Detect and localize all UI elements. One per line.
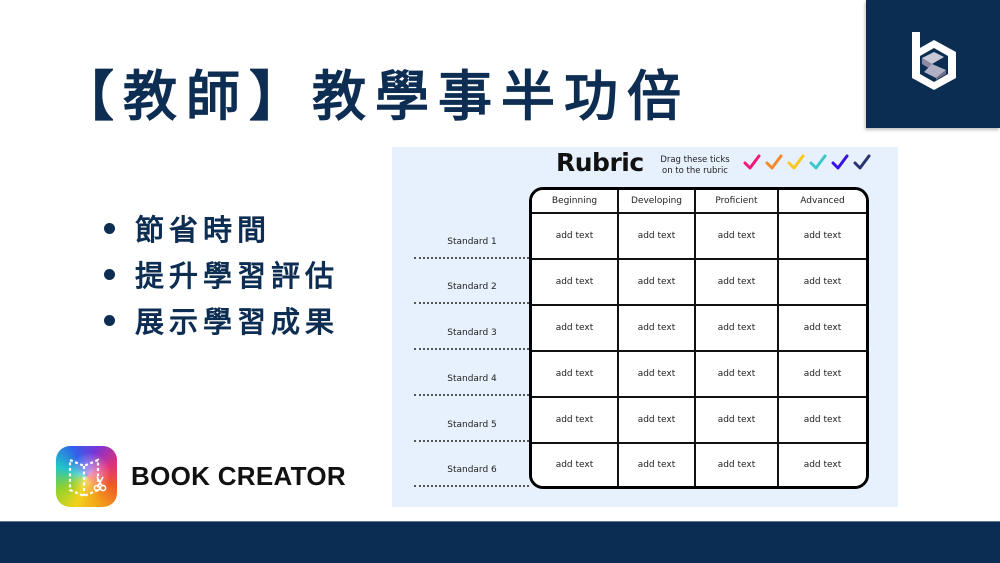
rubric-cell[interactable]: add text xyxy=(619,260,696,306)
rubric-cell[interactable]: add text xyxy=(779,444,866,486)
rubric-cell[interactable]: add text xyxy=(779,398,866,444)
rubric-cell[interactable]: add text xyxy=(779,214,866,260)
bullet-dot-icon xyxy=(104,222,115,234)
column-header: Advanced xyxy=(779,190,866,214)
column-header: Beginning xyxy=(532,190,619,214)
column-header: Proficient xyxy=(696,190,779,214)
rubric-cell[interactable]: add text xyxy=(619,306,696,352)
rubric-cell[interactable]: add text xyxy=(696,352,779,398)
rubric-title: Rubric xyxy=(556,148,644,177)
rubric-panel: Rubric Drag these ticks on to the rubric… xyxy=(392,147,898,507)
footer-bar xyxy=(0,521,1000,563)
rubric-cell[interactable]: add text xyxy=(532,306,619,352)
rubric-cell[interactable]: add text xyxy=(696,306,779,352)
rubric-cell[interactable]: add text xyxy=(779,260,866,306)
tick-navy-icon[interactable] xyxy=(853,153,871,171)
bullet-text: 展示學習成果 xyxy=(135,305,340,339)
column-header: Developing xyxy=(619,190,696,214)
hexagon-b-logo-icon xyxy=(912,32,956,90)
standard-label: Standard 5 xyxy=(447,420,497,430)
book-creator-brand: BOOK CREATOR xyxy=(56,446,346,507)
bullet-text: 提升學習評估 xyxy=(135,259,340,293)
standard-label: Standard 4 xyxy=(447,374,497,384)
rubric-cell[interactable]: add text xyxy=(532,398,619,444)
bullet-item: 節省時間 xyxy=(104,205,339,251)
standard-dotted-line xyxy=(414,257,529,259)
rubric-cell[interactable]: add text xyxy=(696,260,779,306)
standard-label: Standard 2 xyxy=(447,282,497,292)
tick-teal-icon[interactable] xyxy=(809,153,827,171)
standard-label: Standard 6 xyxy=(447,465,497,475)
book-creator-app-icon xyxy=(56,446,117,507)
rubric-cell[interactable]: add text xyxy=(532,260,619,306)
rubric-cell[interactable]: add text xyxy=(532,214,619,260)
standard-dotted-line xyxy=(414,440,529,442)
rubric-cell[interactable]: add text xyxy=(696,444,779,486)
rubric-cell[interactable]: add text xyxy=(532,444,619,486)
rubric-cell[interactable]: add text xyxy=(619,352,696,398)
rubric-cell[interactable]: add text xyxy=(696,214,779,260)
rubric-cell[interactable]: add text xyxy=(619,444,696,486)
tick-pink-icon[interactable] xyxy=(743,153,761,171)
rubric-cell[interactable]: add text xyxy=(696,398,779,444)
bullet-item: 提升學習評估 xyxy=(104,251,339,297)
tick-blue-icon[interactable] xyxy=(831,153,849,171)
bullet-text: 節省時間 xyxy=(135,213,272,247)
standard-dotted-line xyxy=(414,348,529,350)
rubric-hint: Drag these ticks on to the rubric xyxy=(660,155,730,176)
rubric-cell[interactable]: add text xyxy=(532,352,619,398)
corner-logo xyxy=(866,0,1000,128)
bullet-item: 展示學習成果 xyxy=(104,297,339,343)
bullet-dot-icon xyxy=(104,314,115,326)
standard-label: Standard 1 xyxy=(447,237,497,247)
standard-dotted-line xyxy=(414,302,529,304)
tick-palette xyxy=(743,153,871,171)
bullet-dot-icon xyxy=(104,268,115,280)
brand-name: BOOK CREATOR xyxy=(131,461,346,491)
standard-label: Standard 3 xyxy=(447,328,497,338)
rubric-cell[interactable]: add text xyxy=(779,352,866,398)
standard-dotted-line xyxy=(414,485,529,487)
tick-yellow-icon[interactable] xyxy=(787,153,805,171)
standard-dotted-line xyxy=(414,394,529,396)
rubric-cell[interactable]: add text xyxy=(619,398,696,444)
tick-orange-icon[interactable] xyxy=(765,153,783,171)
rubric-cell[interactable]: add text xyxy=(779,306,866,352)
rubric-cell[interactable]: add text xyxy=(619,214,696,260)
bullet-list: 節省時間 提升學習評估 展示學習成果 xyxy=(104,205,339,343)
slide-title: 【教師】教學事半功倍 xyxy=(60,65,690,128)
